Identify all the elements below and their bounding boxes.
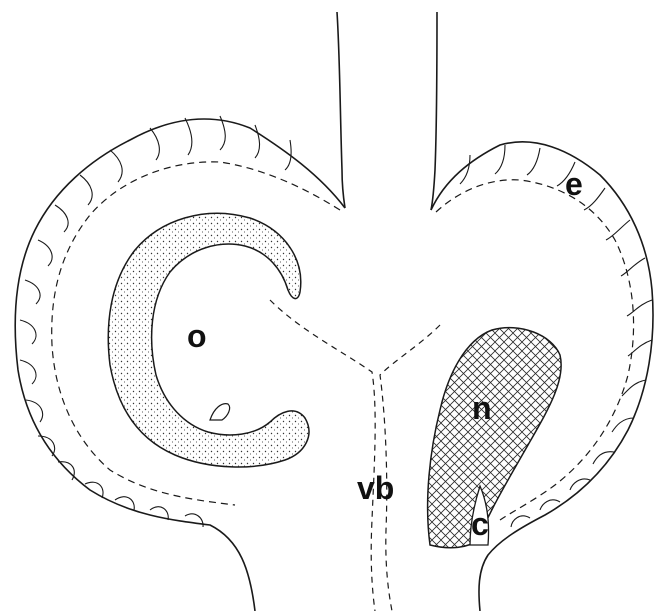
label-e: e bbox=[565, 168, 583, 200]
label-vb: vb bbox=[357, 472, 394, 504]
stalk bbox=[337, 12, 437, 210]
label-n: n bbox=[472, 392, 492, 424]
structure-o bbox=[108, 213, 309, 467]
left-outer-lobe bbox=[15, 119, 345, 611]
structure-n bbox=[428, 328, 562, 548]
label-c: c bbox=[471, 508, 489, 540]
label-o: o bbox=[187, 320, 207, 352]
